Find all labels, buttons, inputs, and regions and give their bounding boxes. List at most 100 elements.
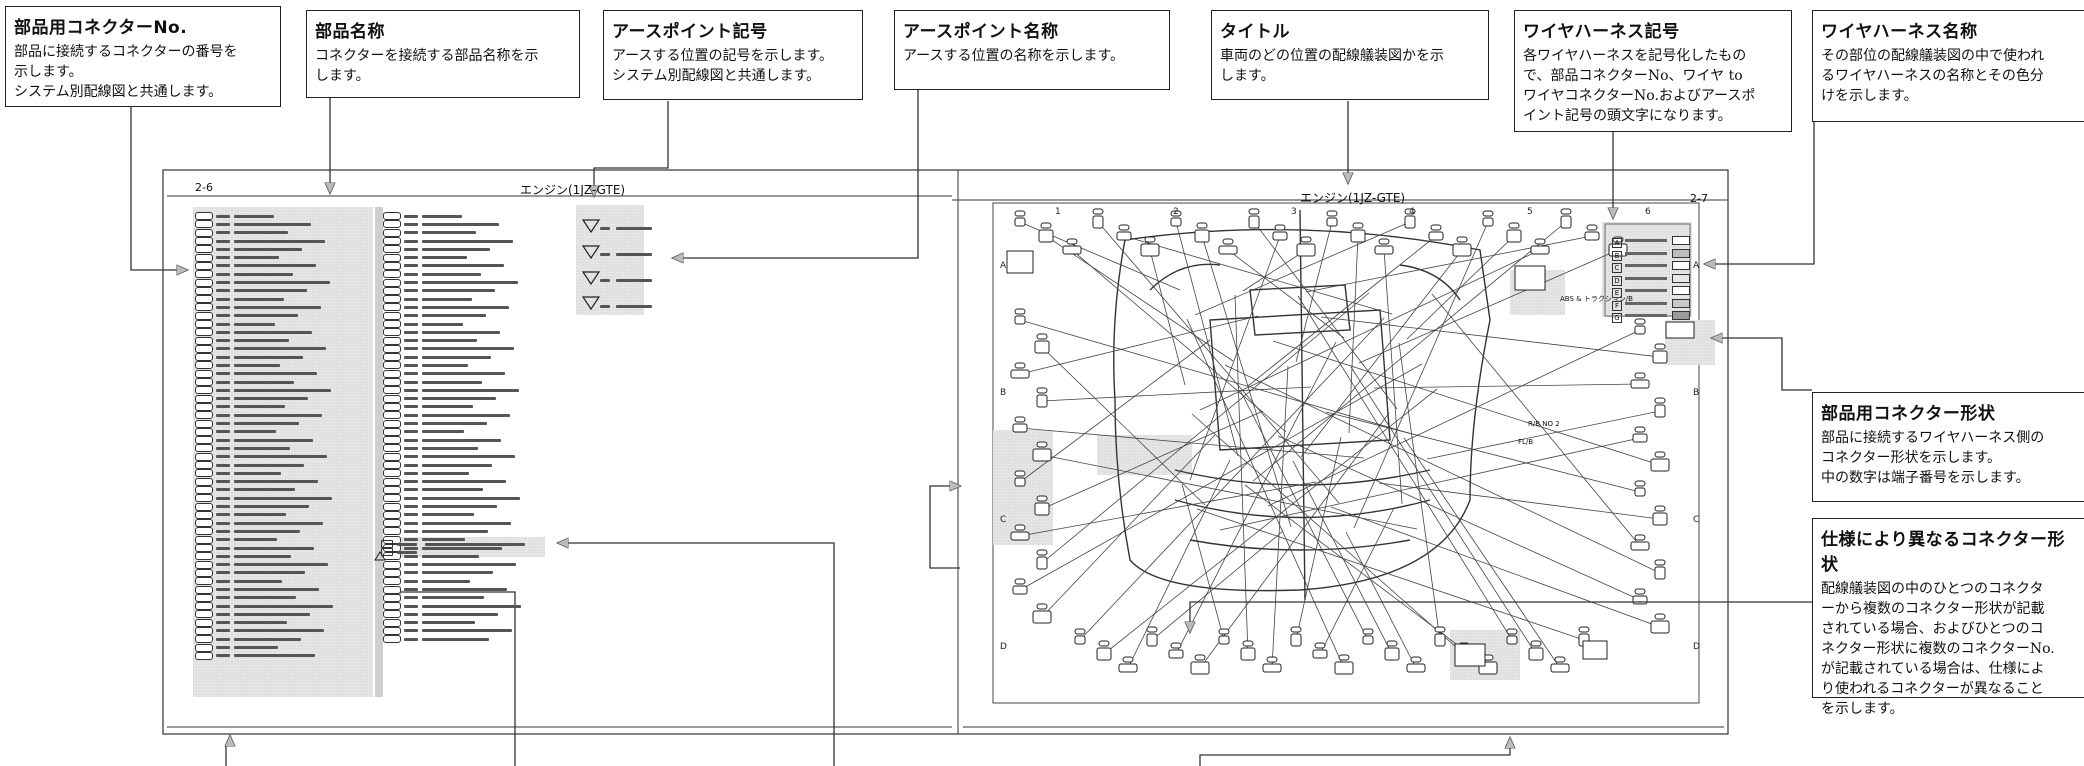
connector-tag — [1036, 387, 1048, 394]
connector-tag — [1506, 628, 1518, 635]
callout-part-connector-no: 部品用コネクターNo. 部品に接続するコネクターの番号を 示します。 システム別… — [5, 6, 281, 107]
list-item — [195, 485, 333, 494]
list-item — [383, 519, 521, 528]
connector-shape — [1218, 635, 1230, 645]
list-item — [383, 270, 521, 279]
legend-letter: D — [1612, 275, 1622, 286]
connector-shape — [1092, 215, 1104, 229]
list-item — [383, 220, 521, 229]
connector-tag — [1352, 222, 1364, 229]
connector-tag — [1456, 236, 1468, 243]
callout-body: 各ワイヤハーネスを記号化したもの で、部品コネクターNo、ワイヤ to ワイヤコ… — [1523, 48, 1756, 124]
connector-tag — [1362, 628, 1374, 635]
callout-title: ワイヤハーネス記号 — [1523, 22, 1680, 42]
callout-ground-point-symbol: アースポイント記号 アースする位置の記号を示します。 システム別配線図と共通しま… — [603, 10, 863, 100]
ww-connector-row — [381, 540, 525, 557]
connector-tag — [1314, 642, 1326, 649]
list-item — [195, 618, 333, 627]
list-item — [383, 311, 521, 320]
callout-spec-connector-shape: 仕様により異なるコネクター形状 配線艤装図の中のひとつのコネクタ ーから複数のコ… — [1812, 518, 2084, 717]
connector-shape — [1530, 245, 1550, 255]
connector-shape — [1240, 647, 1256, 661]
list-item — [195, 560, 333, 569]
leader-spec-shape — [1190, 601, 1812, 632]
callout-body: 配線艤装図の中のひとつのコネクタ ーから複数のコネクター形状が記載 されている場… — [1821, 581, 2055, 717]
grid-row-marker: B — [1000, 388, 1006, 398]
list-item — [195, 452, 333, 461]
list-item — [195, 311, 333, 320]
connector-shape — [1032, 448, 1052, 462]
connector-tag — [1586, 224, 1598, 231]
connector-tag — [1530, 640, 1542, 647]
connector-tag — [1144, 236, 1156, 243]
list-item — [195, 394, 333, 403]
legend-row: A — [1612, 230, 1690, 248]
list-item — [195, 535, 333, 544]
connector-tag — [1326, 210, 1338, 217]
connector-shape — [1406, 663, 1426, 673]
list-item — [383, 427, 521, 436]
callout-title: 部品用コネクター形状 — [1821, 404, 1996, 424]
connector-shape — [1650, 458, 1670, 472]
callout-wire-harness-symbol: ワイヤハーネス記号 各ワイヤハーネスを記号化したもの で、部品コネクターNo、ワ… — [1514, 10, 1792, 132]
connector-shape — [1190, 661, 1210, 675]
list-item — [383, 328, 521, 337]
connector-shape — [1634, 325, 1646, 335]
list-item — [383, 635, 521, 644]
connector-tag — [1014, 578, 1026, 585]
list-item — [195, 643, 333, 652]
list-item — [195, 494, 333, 503]
connector-tag — [1248, 208, 1260, 215]
leader-harness-name — [1705, 122, 1815, 264]
connector-shape — [1036, 556, 1048, 570]
connector-tag — [1634, 588, 1646, 595]
connector-tag — [1194, 654, 1206, 661]
connector-tag — [1410, 656, 1422, 663]
leader-connector-shape — [1712, 338, 1812, 391]
engine-body-outline — [1113, 209, 1491, 601]
list-item — [195, 626, 333, 635]
diagram-label-relay: R/B NO 2 — [1528, 420, 1560, 428]
legend-letter: A — [1612, 238, 1622, 248]
list-item — [383, 253, 521, 262]
connector-tag — [1122, 656, 1134, 663]
list-item — [383, 378, 521, 387]
list-item — [195, 444, 333, 453]
ground-list-item — [600, 215, 652, 241]
list-item — [383, 419, 521, 428]
connector-tag — [1036, 549, 1048, 556]
callout-body: 部品に接続するワイヤハーネス側の コネクター形状を示します。 中の数字は端子番号… — [1821, 430, 2045, 486]
connector-shape — [1632, 433, 1648, 443]
list-item — [195, 386, 333, 395]
connector-tag — [1430, 224, 1442, 231]
connector-shape — [1652, 350, 1668, 364]
connector-shape — [1528, 647, 1544, 661]
connector-tag — [1654, 613, 1666, 620]
connector-shape — [1218, 245, 1238, 255]
callout-title: 仕様により異なるコネクター形状 — [1821, 530, 2065, 575]
left-page-title: エンジン(1JZ-GTE) — [520, 183, 626, 197]
list-item — [195, 237, 333, 246]
list-item — [195, 510, 333, 519]
connector-tag — [1218, 628, 1230, 635]
legend-swatch — [1672, 286, 1690, 295]
connector-shape — [1038, 229, 1054, 243]
list-item — [383, 411, 521, 420]
list-item — [383, 386, 521, 395]
connector-tag — [1014, 362, 1026, 369]
connector-shape — [1506, 635, 1518, 645]
list-item — [383, 618, 521, 627]
list-item — [383, 212, 521, 221]
list-item — [195, 320, 333, 328]
right-page-title: エンジン(1JZ-GTE) — [1300, 191, 1406, 205]
list-item — [195, 461, 333, 470]
list-item — [383, 261, 521, 270]
grid-row-marker: A — [1000, 261, 1007, 271]
connector-tag — [1378, 238, 1390, 245]
legend-letter: B — [1612, 250, 1622, 261]
connector-shape — [1428, 231, 1444, 241]
connector-shape — [1296, 243, 1316, 257]
connector-tag — [1290, 626, 1302, 633]
connector-shape-large — [1454, 643, 1486, 667]
